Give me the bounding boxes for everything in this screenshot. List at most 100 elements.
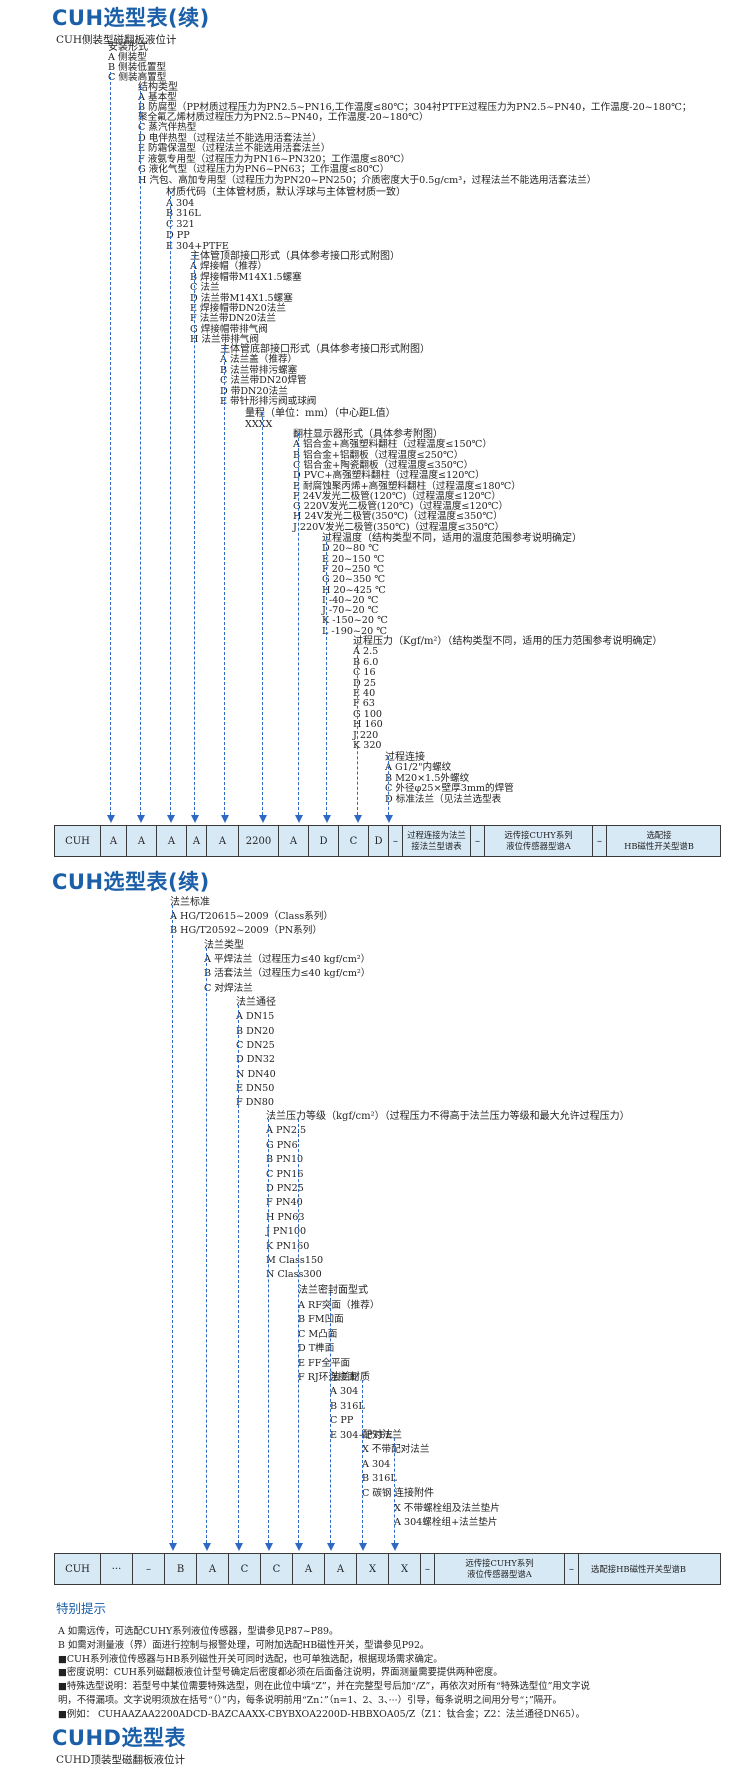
option-line: 量程（单位：mm）（中心距L值）	[245, 408, 396, 419]
option-line: B 316L	[330, 1400, 365, 1412]
arrow-down-icon	[202, 1543, 211, 1551]
leader-line	[172, 905, 173, 1543]
code-cell: 2200	[239, 826, 279, 856]
option-line: A 304	[362, 1458, 391, 1470]
code-cell: C	[339, 826, 369, 856]
option-line: 法兰通径	[236, 997, 276, 1008]
option-line: A PN2.5	[266, 1125, 307, 1137]
arrow-down-icon	[168, 1543, 177, 1551]
option-line: XXXX	[245, 418, 273, 430]
option-line: D 20~80 ℃	[322, 543, 379, 555]
option-line: E FF全平面	[298, 1357, 351, 1369]
option-line: 主体管底部接口形式（具体参考接口形式附图）	[220, 344, 430, 355]
arrow-down-icon	[294, 1543, 303, 1551]
option-line: B DN20	[236, 1025, 275, 1037]
leader-line	[262, 412, 263, 815]
option-line: B 法兰带排污螺塞	[220, 364, 298, 376]
option-line: D 带DN20法兰	[220, 385, 288, 397]
option-line: A HG/T20615~2009（Class系列）	[170, 911, 333, 922]
option-line: F DN80	[236, 1097, 275, 1109]
option-line: G 100	[353, 708, 383, 720]
option-line: 连接附件	[394, 1488, 434, 1499]
option-line: D DN32	[236, 1054, 276, 1066]
option-line: N DN40	[236, 1068, 276, 1080]
note-line: A 如需远传，可选配CUHY系列液位传感器，型谱参见P87~P89。	[58, 1626, 339, 1637]
option-line: 安装形式	[108, 42, 148, 53]
leader-line	[194, 255, 195, 815]
option-line: C 法兰	[190, 282, 220, 294]
arrow-down-icon	[322, 815, 331, 823]
option-line: F RJ环连接面	[298, 1372, 358, 1383]
code-cell: –	[471, 826, 485, 856]
option-line: C 蒸汽伴热型	[138, 122, 197, 133]
leader-line	[268, 1119, 269, 1543]
section1-subtitle: CUH侧装型磁翻板液位计	[56, 34, 177, 46]
code-cell: CUH	[55, 1554, 101, 1584]
option-line: N Class300	[266, 1269, 322, 1281]
option-line: D 法兰带M14X1.5螺塞	[190, 292, 293, 304]
option-line: 法兰标准	[170, 897, 210, 908]
code-cell: B	[165, 1554, 197, 1584]
option-line: A G1/2"内螺纹	[385, 762, 452, 774]
option-line: X 不带配对法兰	[362, 1444, 430, 1456]
leader-line	[238, 1005, 239, 1543]
option-line: C 碳钢	[362, 1487, 392, 1499]
section3-title: CUHD选型表	[52, 1726, 186, 1750]
code-cell: –	[133, 1554, 165, 1584]
option-line: C 321	[166, 219, 195, 231]
option-line: E 20~150 ℃	[322, 553, 385, 565]
code-cell: –	[565, 1554, 579, 1584]
code-cell: A	[279, 826, 309, 856]
option-line: G 220V发光二极管(120℃)（过程温度≤120℃）	[293, 501, 509, 513]
code-cell: C	[229, 1554, 261, 1584]
option-line: H 汽包、高加专用型（过程压力为PN20~PN250；介质密度大于0.5g/cm…	[138, 175, 597, 186]
option-line: 过程压力（Kgf/m²）（结构类型不同，适用的压力范围参考说明确定）	[353, 636, 663, 647]
option-line: 聚全氟乙烯材质过程压力为PN2.5~PN40，工作温度-20~180℃）	[138, 112, 429, 124]
code-cell: 选配接HB磁性开关型谱B	[591, 1563, 686, 1574]
arrow-down-icon	[326, 1543, 335, 1551]
code-cell: –	[593, 826, 607, 856]
option-line: H 法兰带排气阀	[190, 334, 259, 346]
option-line: A 304	[330, 1386, 359, 1398]
code-cell: A	[325, 1554, 357, 1584]
option-line: 法兰密封面型式	[298, 1285, 368, 1296]
leader-line	[140, 86, 141, 815]
code-cell: D	[309, 826, 339, 856]
option-line: D PN25	[266, 1183, 304, 1194]
option-line: J PN100	[266, 1226, 307, 1238]
option-line: D PVC+高强塑料翻柱（过程温度≤120℃）	[293, 470, 485, 482]
option-line: K PN160	[266, 1240, 310, 1252]
leader-line	[110, 72, 111, 815]
arrow-down-icon	[353, 815, 362, 823]
option-line: J 220	[353, 729, 379, 741]
option-line: 主体管顶部接口形式（具体参考接口形式附图）	[190, 251, 400, 262]
option-line: E 带针形排污阀或球阀	[220, 396, 317, 407]
option-line: B PN10	[266, 1154, 304, 1166]
option-line: H 160	[353, 719, 383, 731]
leader-line	[224, 347, 225, 815]
section1-title: CUH选型表(续)	[52, 6, 210, 30]
leader-line	[206, 948, 207, 1543]
note-line: ■密度说明：CUH系列磁翻板液位计型号确定后密度都必须在后面备注说明，界面测量需…	[58, 1667, 503, 1679]
option-line: 过程温度（结构类型不同，适用的温度范围参考说明确定）	[322, 533, 582, 544]
option-line: A 铝合金+高强塑料翻柱（过程温度≤150℃）	[293, 439, 493, 451]
option-line: 配对法兰	[362, 1430, 402, 1441]
leader-line	[298, 433, 299, 815]
code-cell: A	[101, 826, 127, 856]
section3-subtitle: CUHD顶装型磁翻板液位计	[56, 1754, 185, 1766]
code-cell: ···	[101, 1554, 133, 1584]
option-line: G 20~350 ℃	[322, 574, 386, 586]
option-line: 法兰类型	[204, 940, 244, 951]
leader-line	[357, 640, 358, 815]
option-line: C 外径φ25×壁厚3mm的焊管	[385, 783, 514, 795]
option-line: H 20~425 ℃	[322, 584, 386, 596]
leader-line	[298, 1119, 299, 1543]
option-line: 过程连接	[385, 752, 425, 763]
arrow-down-icon	[136, 815, 145, 823]
leader-line	[170, 191, 171, 815]
option-line: D 电伴热型（过程法兰不能选用活套法兰）	[138, 132, 322, 144]
option-line: B 活套法兰（过程压力≤40 kgf/cm²）	[204, 968, 371, 980]
option-line: D 标准法兰（见法兰选型表	[385, 793, 502, 805]
option-line: F 法兰带DN20法兰	[190, 313, 276, 325]
